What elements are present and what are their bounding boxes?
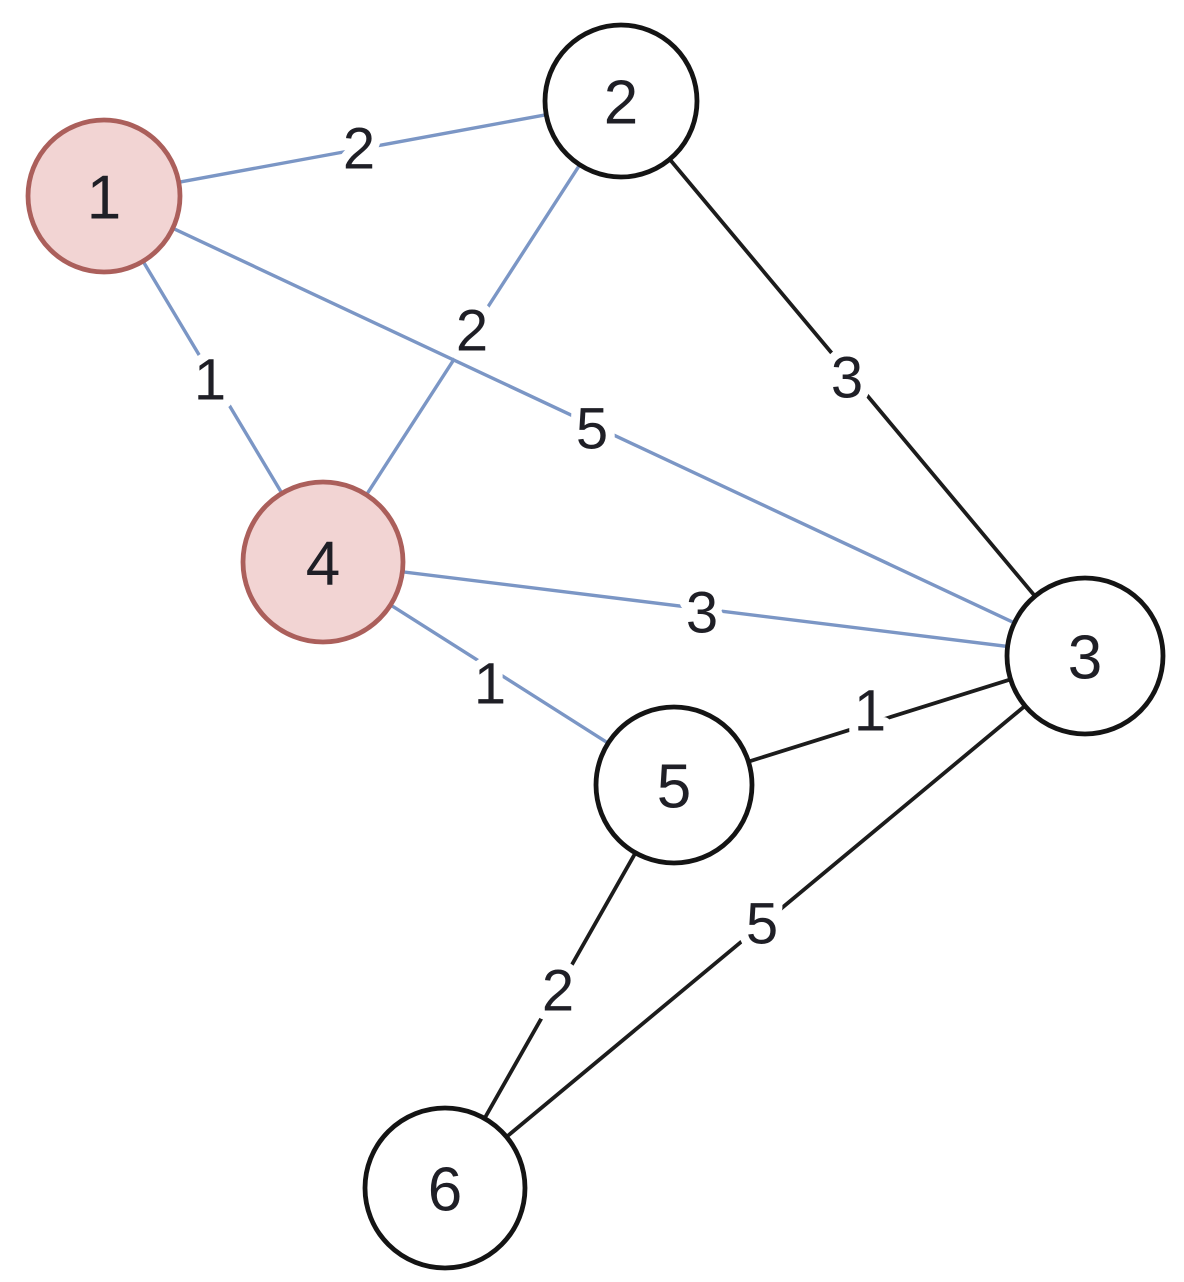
node-2[interactable] xyxy=(542,22,700,180)
nodes-layer: 1 2 3 4 5 6 xyxy=(25,22,1166,1271)
edge-2-3[interactable] xyxy=(619,99,1087,658)
node-3-label: 3 xyxy=(1068,624,1102,693)
edge-4-3[interactable] xyxy=(321,560,1087,658)
node-4-label: 4 xyxy=(306,530,340,599)
node-5-label: 5 xyxy=(657,753,691,822)
edge-6-3[interactable] xyxy=(443,654,1087,1190)
node-5[interactable] xyxy=(593,704,755,866)
node-3[interactable] xyxy=(1004,575,1166,737)
node-2-label: 2 xyxy=(604,69,638,138)
node-4-highlighted[interactable] xyxy=(240,479,406,645)
edges-layer xyxy=(102,99,1087,1190)
edge-1-3[interactable] xyxy=(102,194,1087,658)
edge-4-5-weight-label: 1 xyxy=(474,652,506,717)
edge-1-2[interactable] xyxy=(102,99,623,198)
edge-2-3-weight-label: 3 xyxy=(831,346,863,411)
edge-5-6-weight-label: 2 xyxy=(542,959,574,1024)
edge-1-2-weight-label: 2 xyxy=(343,117,375,182)
node-6-label: 6 xyxy=(428,1156,462,1225)
edge-2-4[interactable] xyxy=(321,99,623,564)
edge-2-4-weight-label: 2 xyxy=(456,299,488,364)
edge-1-3-weight-label: 5 xyxy=(576,397,608,462)
edge-1-4-weight-label: 1 xyxy=(194,348,226,413)
edge-5-3-weight-label: 1 xyxy=(854,679,886,744)
node-1-highlighted[interactable] xyxy=(25,117,183,275)
edge-6-3-weight-label: 5 xyxy=(746,892,778,957)
edge-labels-layer: 2 1 5 2 3 3 1 1 2 5 xyxy=(185,108,895,1033)
node-6[interactable] xyxy=(362,1105,528,1271)
edge-4-3-weight-label: 3 xyxy=(686,581,718,646)
node-1-label: 1 xyxy=(87,164,121,233)
